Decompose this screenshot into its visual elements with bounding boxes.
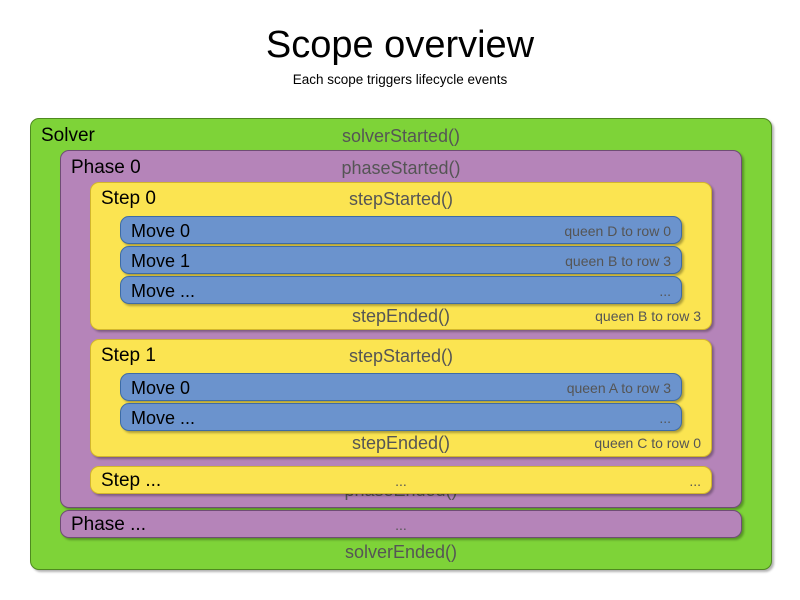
move-detail: queen A to row 3 (566, 380, 671, 396)
page-title: Scope overview (265, 24, 535, 66)
page-subtitle: Each scope triggers lifecycle events (292, 72, 508, 87)
phase-0-label: Phase 0 (71, 157, 141, 178)
step-0-scope[interactable]: Step 0 stepStarted() Move 0 queen D to r… (90, 182, 712, 330)
move-row: Move ... ... (121, 276, 681, 306)
move-label: Move 1 (131, 251, 191, 271)
step-1-move-ellipsis[interactable]: Move ... ... (120, 403, 682, 431)
step-0-started-row: Step 0 stepStarted() (91, 184, 711, 214)
step-0-move-ellipsis[interactable]: Move ... ... (120, 276, 682, 304)
step-0-move-0[interactable]: Move 0 queen D to row 0 (120, 216, 682, 244)
step-ellipsis-scope[interactable]: Step ... ... ... (90, 466, 712, 494)
step-1-ended-detail: queen C to row 0 (594, 435, 701, 451)
solver-ended-event: solverEnded() (344, 542, 458, 562)
solver-started-row: Solver solverStarted() (31, 121, 771, 151)
step-1-scope[interactable]: Step 1 stepStarted() Move 0 queen A to r… (90, 339, 712, 457)
header: Scope overview Each scope triggers lifec… (0, 0, 800, 88)
move-row: Move 0 queen D to row 0 (121, 216, 681, 246)
move-label: Move 0 (131, 378, 191, 398)
move-detail: queen B to row 3 (565, 253, 671, 269)
move-detail: queen D to row 0 (564, 223, 671, 239)
move-label: Move ... (131, 408, 196, 428)
move-label: Move 0 (131, 221, 191, 241)
step-1-started-event: stepStarted() (348, 346, 454, 366)
phase-0-started-event: phaseStarted() (341, 158, 461, 178)
step-ellipsis-event: ... (395, 473, 407, 489)
solver-scope[interactable]: Solver solverStarted() solverEnded() Pha… (30, 118, 772, 570)
step-0-move-1[interactable]: Move 1 queen B to row 3 (120, 246, 682, 274)
move-detail: ... (659, 283, 671, 299)
solver-ended-row: solverEnded() (31, 537, 771, 567)
move-row: Move 1 queen B to row 3 (121, 246, 681, 276)
step-ellipsis-row: Step ... ... ... (91, 466, 711, 496)
move-row: Move 0 queen A to row 3 (121, 373, 681, 403)
step-0-ended-detail: queen B to row 3 (595, 308, 701, 324)
move-label: Move ... (131, 281, 196, 301)
step-0-started-event: stepStarted() (348, 189, 454, 209)
step-1-label: Step 1 (101, 345, 156, 366)
solver-started-event: solverStarted() (341, 126, 461, 146)
solver-label: Solver (41, 125, 95, 146)
phase-ellipsis-row: Phase ... ... (61, 510, 741, 540)
phase-0-scope[interactable]: Phase 0 phaseStarted() phaseEnded() Step… (60, 150, 742, 508)
step-1-move-0[interactable]: Move 0 queen A to row 3 (120, 373, 682, 401)
step-1-started-row: Step 1 stepStarted() (91, 341, 711, 371)
move-row: Move ... ... (121, 403, 681, 433)
step-1-ended-row: stepEnded() queen C to row 0 (91, 428, 711, 458)
phase-ellipsis-event: ... (395, 517, 407, 533)
move-detail: ... (659, 410, 671, 426)
phase-0-started-row: Phase 0 phaseStarted() (61, 153, 741, 183)
phase-ellipsis-scope[interactable]: Phase ... ... (60, 510, 742, 538)
phase-ellipsis-label: Phase ... (71, 514, 146, 535)
step-ellipsis-detail: ... (689, 473, 701, 489)
step-0-label: Step 0 (101, 188, 156, 209)
step-ellipsis-label: Step ... (101, 470, 162, 491)
step-0-ended-row: stepEnded() queen B to row 3 (91, 301, 711, 331)
